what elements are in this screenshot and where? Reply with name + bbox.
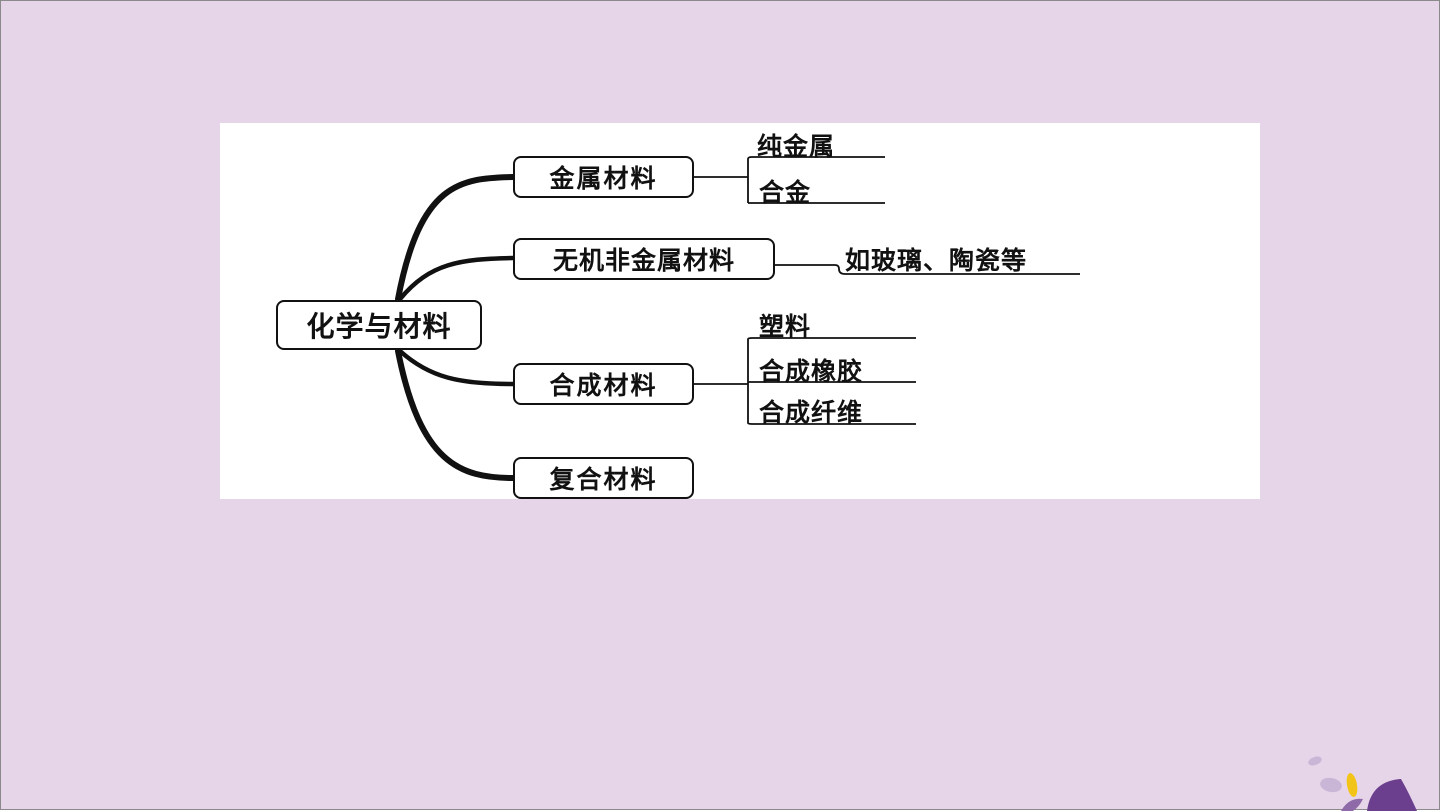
connector-synthetic-bracket [694, 337, 916, 425]
leaf-pure-metal: 纯金属 [757, 132, 836, 161]
concept-map-panel: 化学与材料 金属材料 无机非金属材料 合成材料 复合材料 纯金属 合金 如玻璃、… [220, 123, 1260, 499]
branch-node-inorganic-nonmetal-materials: 无机非金属材料 [513, 238, 775, 280]
concept-map-connectors [395, 156, 1080, 481]
connector-root-synthetic [397, 348, 516, 387]
leaf-glass-ceramics: 如玻璃、陶瓷等 [845, 246, 1028, 275]
leaf-synthetic-fiber: 合成纤维 [759, 398, 864, 427]
connector-root-composite [395, 348, 516, 481]
connector-inorganic-line [775, 264, 1080, 275]
connector-root-metal [395, 174, 516, 302]
branch-node-composite-materials: 复合材料 [513, 457, 694, 499]
connector-metal-bracket [694, 156, 885, 204]
petal-mid [1341, 798, 1363, 811]
leaf-synthetic-rubber: 合成橡胶 [759, 357, 864, 386]
connector-root-inorganic [397, 255, 516, 302]
branch-node-synthetic-materials: 合成材料 [513, 363, 694, 405]
branch-node-metal-materials: 金属材料 [513, 156, 694, 198]
petal-dark [1367, 779, 1417, 811]
root-node: 化学与材料 [276, 300, 482, 350]
petal-light-small [1308, 756, 1322, 766]
petal-yellow [1346, 773, 1358, 797]
petal-logo-icon [1308, 756, 1417, 811]
leaf-plastics: 塑料 [759, 312, 812, 341]
petal-light-large [1320, 777, 1342, 793]
leaf-alloy: 合金 [759, 178, 812, 207]
